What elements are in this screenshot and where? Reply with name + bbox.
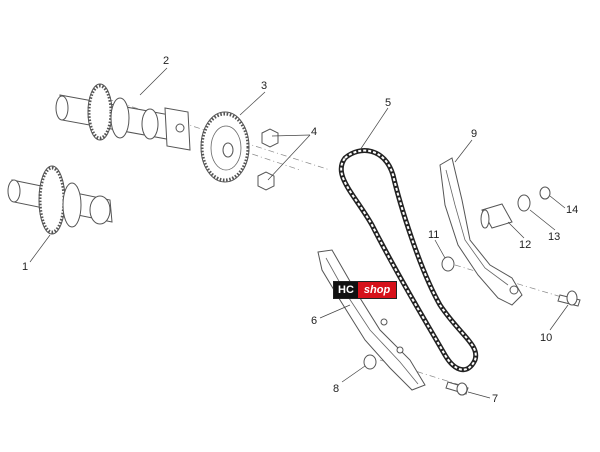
- watermark-brand-left: HC: [334, 282, 358, 298]
- timing-chain: [338, 148, 479, 372]
- callout-1: 1: [22, 261, 28, 273]
- watermark-brand-right: shop: [357, 282, 397, 298]
- camshaft-lower: [7, 165, 113, 235]
- cam-sprocket: [200, 111, 250, 183]
- watermark-badge: HC shop: [333, 281, 398, 299]
- callout-13: 13: [548, 231, 560, 243]
- callout-10: 10: [540, 332, 552, 344]
- callout-9: 9: [471, 128, 477, 140]
- washer-11: [441, 256, 455, 272]
- callout-7: 7: [492, 393, 498, 405]
- nuts: [257, 128, 279, 191]
- tensioner-blade: [439, 157, 523, 306]
- camshaft-upper: [55, 83, 191, 151]
- bolt-10: [557, 290, 581, 307]
- callout-8: 8: [333, 383, 339, 395]
- pin: [480, 203, 513, 229]
- callout-12: 12: [519, 239, 531, 251]
- callout-2: 2: [163, 55, 169, 67]
- bolt-7: [445, 381, 469, 396]
- callout-14: 14: [566, 204, 578, 216]
- washer-13: [517, 194, 531, 212]
- callout-labels: 1 2 3 4 5 6 7 8 9 10 11 12 13 14: [22, 55, 578, 405]
- leader-lines: [29, 67, 569, 399]
- callout-4: 4: [311, 126, 317, 138]
- callout-3: 3: [261, 80, 267, 92]
- callout-6: 6: [311, 315, 317, 327]
- callout-11: 11: [428, 229, 439, 241]
- callout-5: 5: [385, 97, 391, 109]
- washer-8: [363, 354, 377, 370]
- washer-14: [539, 186, 551, 200]
